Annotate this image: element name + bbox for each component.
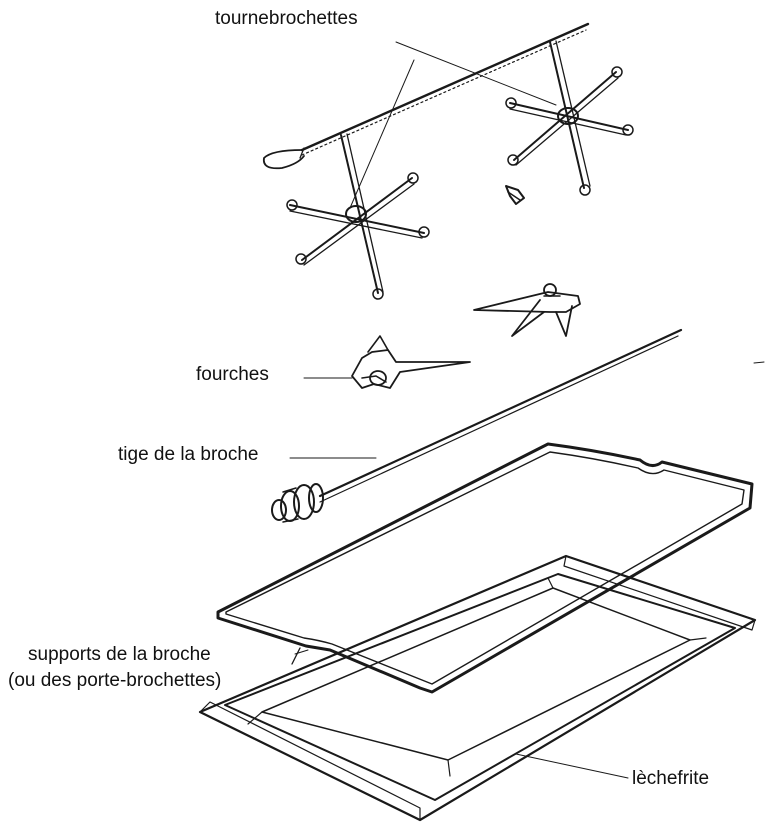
label-rotisserie-skewers: tournebrochettes [215, 8, 358, 31]
fork-lower-illustration [352, 336, 470, 388]
label-spit-rod: tige de la broche [118, 444, 259, 467]
skewer-bar-illustration [264, 24, 588, 168]
label-spit-supports-line1: supports de la broche [28, 644, 211, 667]
skewer-wheel-right-illustration [506, 41, 633, 195]
label-spit-supports-line2: (ou des porte-brochettes) [8, 670, 221, 693]
label-drip-pan: lèchefrite [632, 768, 709, 791]
skewer-wheel-left-illustration [287, 134, 429, 299]
fork-upper-illustration [474, 284, 580, 336]
label-forks: fourches [196, 364, 269, 387]
small-part-illustration [506, 186, 524, 204]
spit-support-rack-illustration [218, 444, 752, 692]
spit-rod-illustration [272, 330, 681, 522]
leader-lines [290, 42, 764, 778]
